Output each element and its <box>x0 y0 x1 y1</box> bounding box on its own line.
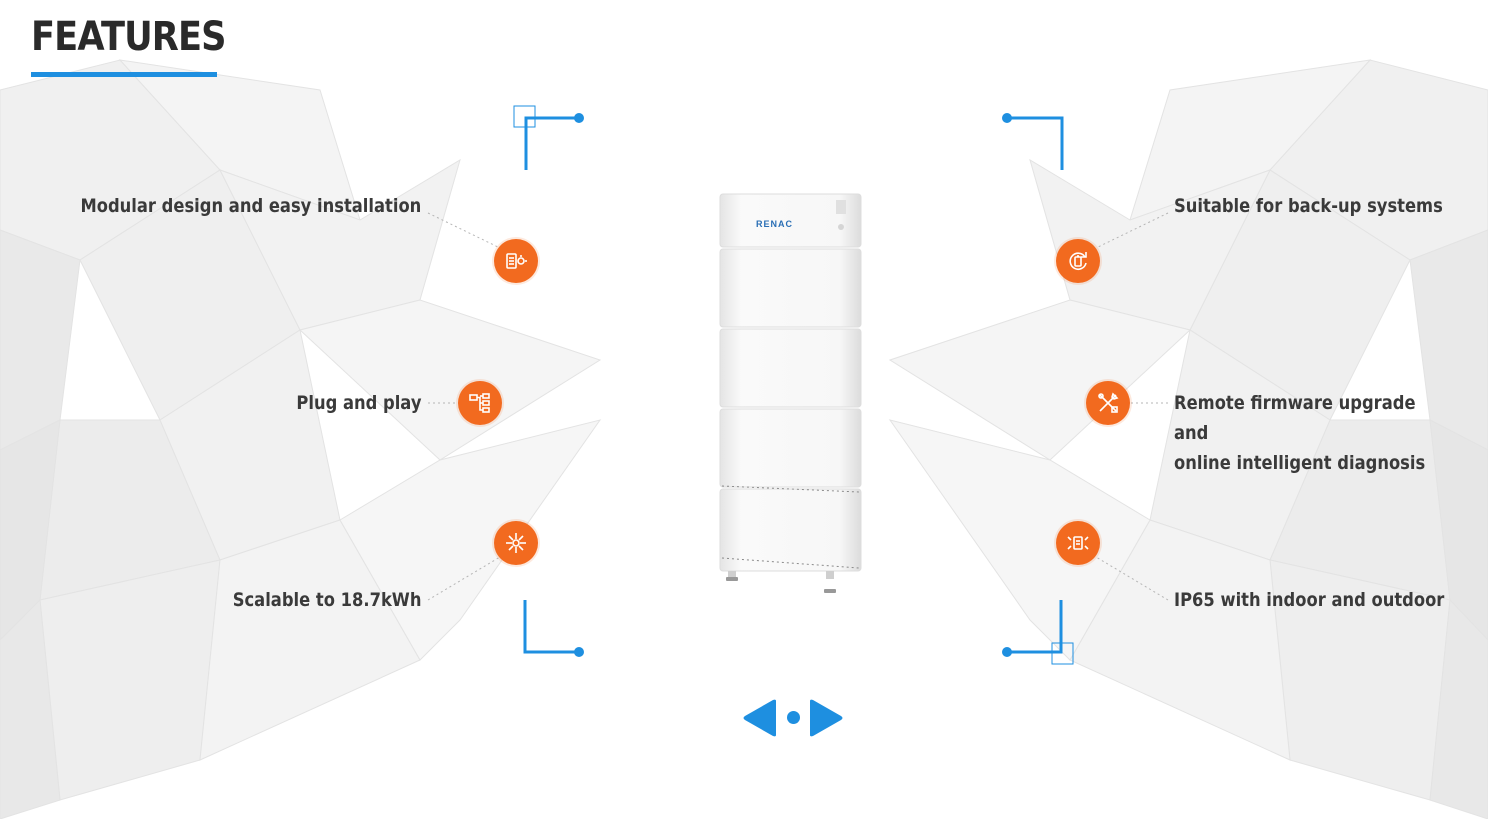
feature-label-scalable: Scalable to 18.7kWh <box>232 589 421 611</box>
ip65-icon <box>1056 521 1100 565</box>
battery-product-image: RENAC <box>718 192 863 597</box>
plug-and-play-icon <box>458 381 502 425</box>
feature-label-remote-upgrade: Remote firmware upgrade and online intel… <box>1174 392 1426 474</box>
title-underline <box>31 72 217 77</box>
scalable-icon <box>494 521 538 565</box>
feature-label-plug-and-play: Plug and play <box>295 392 421 414</box>
feature-label-ip65: IP65 with indoor and outdoor <box>1174 589 1445 611</box>
product-brand-logo: RENAC <box>756 219 794 229</box>
installation-icon <box>494 239 538 283</box>
next-arrow-icon[interactable] <box>808 699 844 737</box>
backup-icon <box>1056 239 1100 283</box>
feature-label-backup-systems: Suitable for back-up systems <box>1174 195 1443 217</box>
remote-upgrade-icon <box>1086 381 1130 425</box>
prev-arrow-icon[interactable] <box>742 699 778 737</box>
feature-label-modular-design: Modular design and easy installation <box>80 195 421 217</box>
slide-indicator-dot[interactable] <box>787 711 800 724</box>
page-title: FEATURES <box>31 14 227 60</box>
